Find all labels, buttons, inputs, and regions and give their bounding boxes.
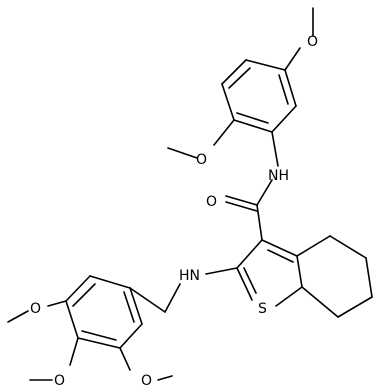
atom-hn-amine: HN — [179, 268, 200, 284]
atom-o-bz3: O — [141, 373, 152, 388]
atom-o-top: O — [307, 34, 318, 50]
atom-o-bz2: O — [54, 373, 65, 388]
bond-lines — [7, 7, 373, 381]
atom-s-ring: S — [258, 301, 267, 317]
atom-nh-amide: NH — [268, 168, 289, 184]
atom-o-carbonyl: O — [206, 194, 217, 210]
atom-o-left: O — [196, 152, 207, 168]
atom-labels: O O NH O HN S O O O — [30, 34, 318, 388]
atom-o-bz1: O — [30, 301, 41, 317]
